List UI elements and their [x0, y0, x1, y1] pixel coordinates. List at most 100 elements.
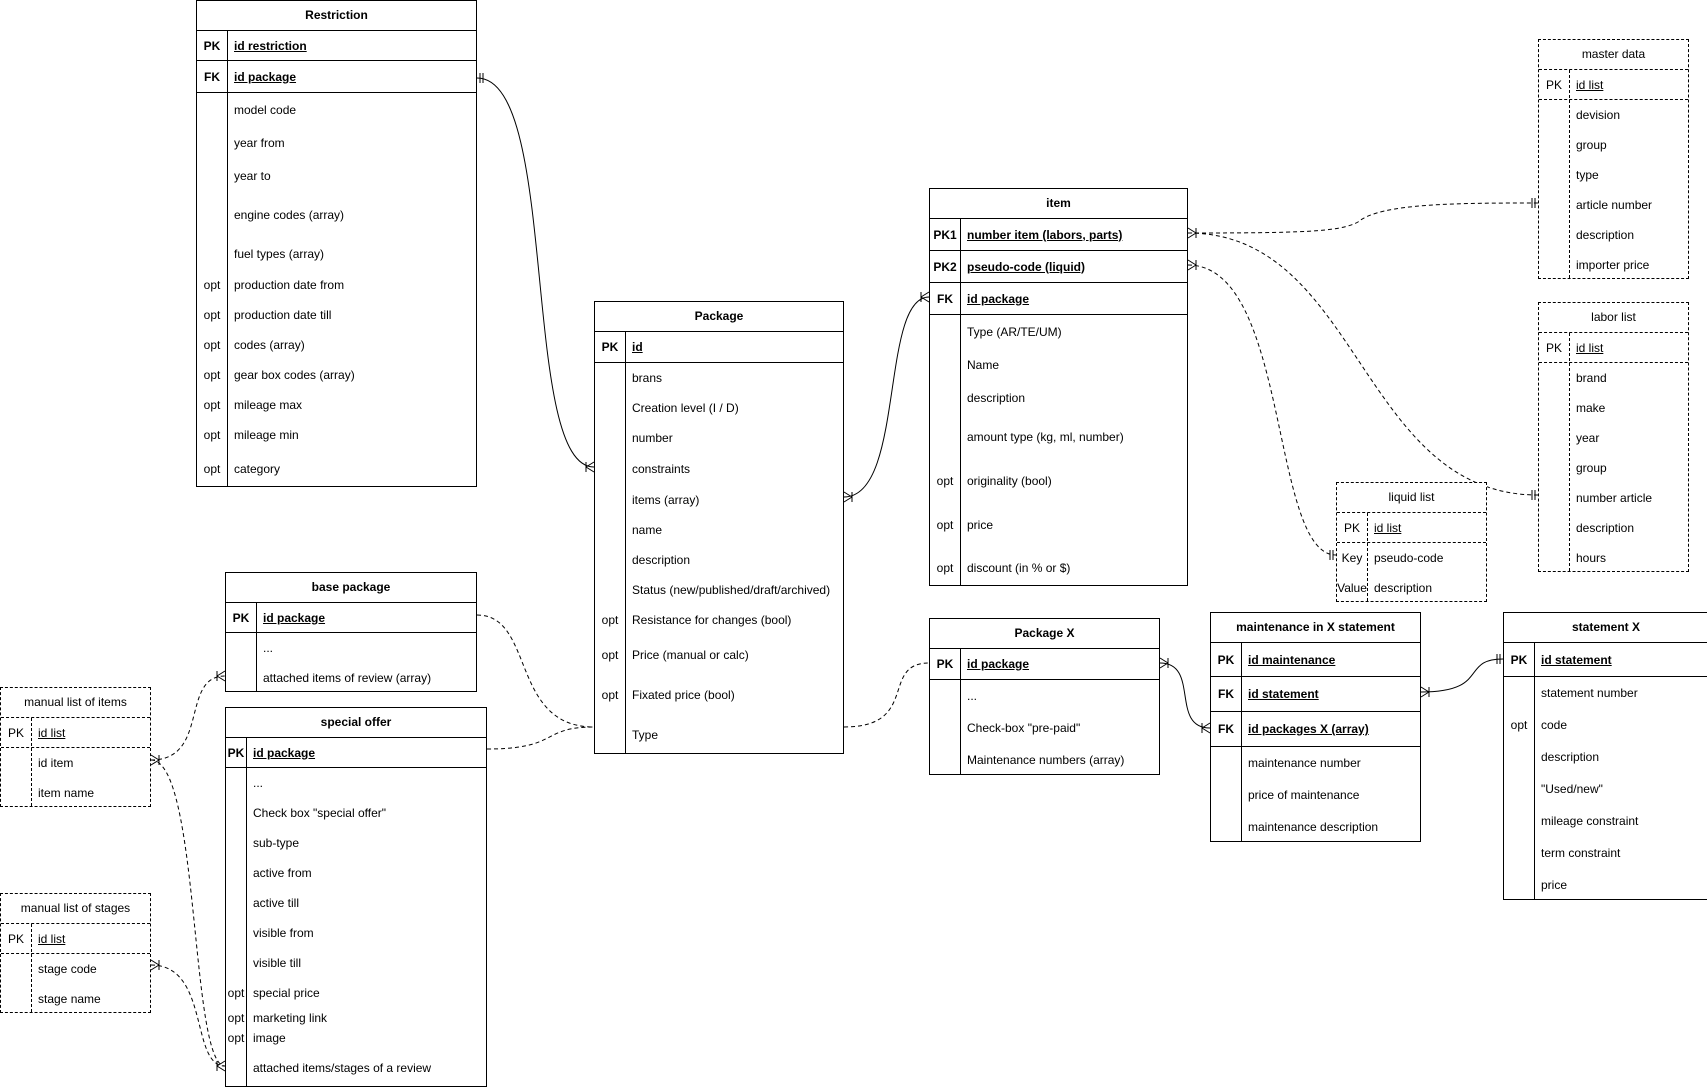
rel-packagex-maintenance[interactable]: [1159, 662, 1211, 729]
rel-manualitems-specialoffer[interactable]: [150, 759, 226, 1067]
row-field: Status (new/published/draft/archived): [632, 583, 831, 597]
row-field: visible from: [253, 926, 314, 940]
row-key: Value: [1337, 581, 1367, 595]
row-field: importer price: [1576, 258, 1650, 272]
rel-manualstages-specialoffer[interactable]: [150, 964, 226, 1067]
entity-row: "Used/new": [1504, 773, 1707, 805]
row-field: fuel types (array): [234, 246, 325, 261]
row-key: opt: [601, 688, 619, 702]
crowfoot-marker: [1420, 686, 1430, 693]
entity-row: description: [930, 381, 1187, 414]
row-field: id list: [1374, 520, 1402, 535]
rel-maintenance-statement[interactable]: [1420, 658, 1504, 693]
rel-manualitems-basepackage[interactable]: [150, 675, 226, 761]
entity-row: description: [595, 545, 843, 575]
crowfoot-marker: [920, 296, 930, 303]
entity-row: fuel types (array): [197, 237, 476, 270]
row-key: [1539, 363, 1569, 393]
entity-title: manual list of stages: [1, 894, 150, 924]
row-field: category: [234, 462, 281, 476]
entity-row: description: [1504, 741, 1707, 773]
row-key: opt: [203, 428, 221, 442]
row-key: [1539, 220, 1569, 250]
entity-row: make: [1539, 393, 1688, 423]
entity-title: master data: [1539, 40, 1688, 70]
entity-row: article number: [1539, 190, 1688, 220]
crowfoot-marker: [150, 759, 160, 766]
row-key: PK1: [933, 227, 957, 242]
entity-row: ...: [226, 633, 476, 663]
crowfoot-marker: [216, 1065, 226, 1072]
row-key: [1539, 483, 1569, 513]
row-field: Creation level (I / D): [632, 401, 739, 415]
entity-row: attached items of review (array): [226, 663, 476, 693]
row-field: mileage min: [234, 428, 299, 442]
row-field: group: [1576, 461, 1607, 475]
row-field: pseudo-code: [1374, 551, 1444, 565]
row-field: id list: [38, 931, 66, 946]
row-key: opt: [203, 338, 221, 352]
row-key: [197, 126, 227, 159]
row-field: engine codes (array): [234, 207, 345, 222]
row-key: FK: [937, 291, 953, 306]
entity-row: constraints: [595, 453, 843, 485]
entity-row: Maintenance numbers (array): [930, 744, 1159, 776]
rel-package-item[interactable]: [843, 296, 930, 498]
row-field: pseudo-code (liquid): [967, 259, 1085, 274]
entity-row: year: [1539, 423, 1688, 453]
row-key: opt: [227, 1011, 245, 1025]
crowfoot-marker: [843, 491, 853, 498]
entity-title: labor list: [1539, 303, 1688, 333]
row-field: marketing link: [253, 1011, 328, 1025]
rel-item-liquid[interactable]: [1187, 264, 1337, 556]
rel-item-labor[interactable]: [1187, 232, 1539, 496]
row-key: opt: [601, 613, 619, 627]
row-field: id package: [967, 657, 1030, 671]
key-column-divider: [960, 649, 961, 774]
row-key: [595, 363, 625, 393]
row-field: "Used/new": [1541, 782, 1603, 796]
key-column-divider: [1534, 643, 1535, 899]
entity-title: special offer: [226, 708, 486, 738]
entity-row: Creation level (I / D): [595, 393, 843, 423]
row-field: item name: [38, 786, 95, 800]
rel-restriction-package[interactable]: [476, 77, 595, 468]
crowfoot-marker: [1420, 691, 1430, 698]
row-field: year: [1576, 431, 1600, 445]
entity-row: sub-type: [226, 828, 486, 858]
entity-row: group: [1539, 130, 1688, 160]
rel-basepackage-package[interactable]: [476, 614, 595, 728]
entity-row: attached items/stages of a review: [226, 1048, 486, 1088]
row-field: statement number: [1541, 686, 1638, 700]
entity-title: Restriction: [197, 1, 476, 31]
row-key: [1539, 423, 1569, 453]
row-field: id list: [38, 725, 66, 740]
rel-specialoffer-package[interactable]: [486, 726, 595, 750]
row-key: opt: [203, 462, 221, 476]
row-field: id list: [1576, 340, 1604, 355]
row-field: description: [632, 553, 691, 567]
rel-package-packagex[interactable]: [843, 662, 930, 728]
row-key: opt: [227, 1031, 245, 1045]
entity-row: Check-box "pre-paid": [930, 712, 1159, 744]
entity-row: importer price: [1539, 250, 1688, 280]
rel-item-master[interactable]: [1187, 202, 1539, 234]
